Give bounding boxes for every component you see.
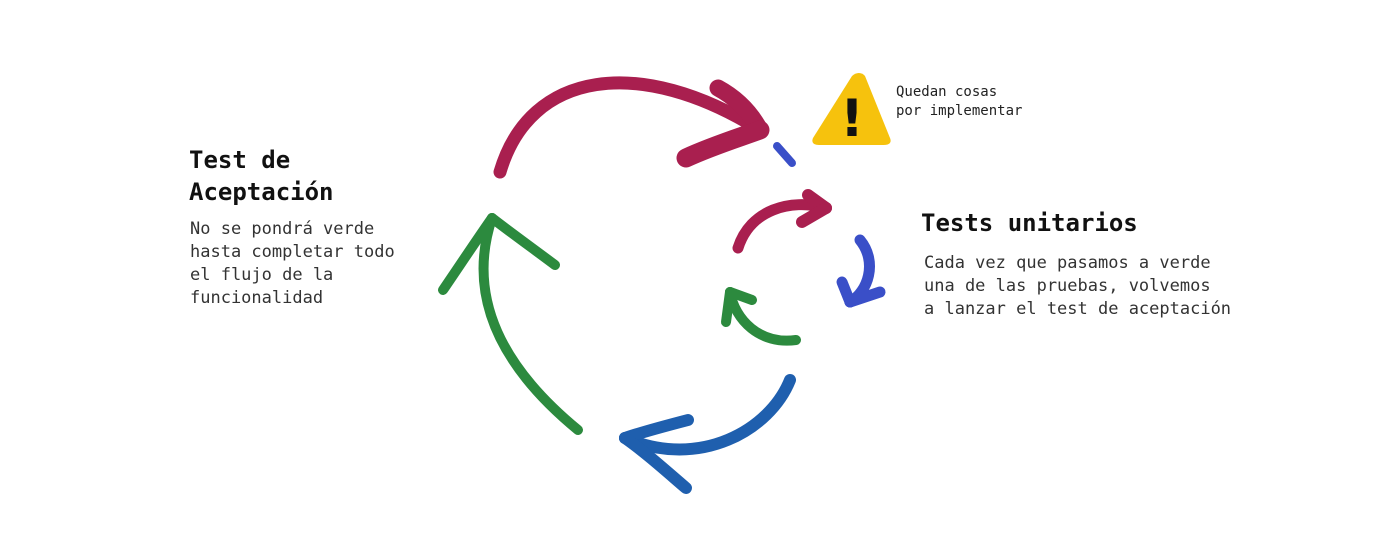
acceptance-test-title: Test de Aceptación (189, 144, 334, 208)
outer-blue-arrow-shaft (619, 374, 796, 456)
inner-red-arrow (732, 189, 832, 254)
outer-red-arrow (493, 76, 770, 179)
warning-icon: ! (812, 73, 891, 149)
inner-indigo-arrow-head-right (844, 286, 886, 308)
inner-red-arrow-head-lower (796, 202, 832, 228)
unit-tests-title-line: Tests unitarios (921, 209, 1138, 237)
inner-green-arrow (721, 287, 801, 346)
acceptance-test-description-line: hasta completar todo (190, 242, 395, 262)
outer-red-arrow-head-lower (676, 120, 770, 168)
inner-green-arrow-head-right (725, 287, 757, 305)
outer-blue-arrow (619, 374, 796, 494)
inner-indigo-arrow (836, 234, 886, 308)
outer-green-arrow (438, 213, 583, 435)
acceptance-test-description: No se pondrá verde hasta completar todo … (190, 218, 395, 310)
acceptance-test-title-line: Test de (189, 146, 291, 174)
acceptance-test-title-line: Aceptación (189, 178, 334, 206)
outer-green-arrow-shaft (478, 213, 583, 435)
unit-tests-description-line: Cada vez que pasamos a verde (924, 253, 1211, 273)
outer-blue-arrow-head-upper (619, 414, 694, 444)
acceptance-test-description-line: funcionalidad (190, 288, 324, 308)
unit-tests-description: Cada vez que pasamos a verde una de las … (924, 252, 1231, 321)
acceptance-test-description-line: el flujo de la (190, 265, 334, 285)
outer-blue-dash (773, 142, 796, 167)
outer-green-arrow-head-right (487, 213, 560, 270)
warning-note-line: Quedan cosas (896, 84, 998, 100)
acceptance-test-description-line: No se pondrá verde (190, 219, 375, 239)
outer-green-arrow-head-left (438, 213, 497, 295)
unit-tests-description-line: una de las pruebas, volvemos (924, 276, 1211, 296)
warning-note-line: por implementar (896, 103, 1023, 119)
unit-tests-description-line: a lanzar el test de aceptación (924, 299, 1232, 319)
warning-note: Quedan cosas por implementar (896, 83, 1022, 121)
outer-red-arrow-shaft (493, 76, 767, 179)
outer-blue-arrow-head-lower (619, 432, 692, 494)
warning-icon-glyph: ! (840, 89, 864, 149)
unit-tests-title: Tests unitarios (921, 207, 1138, 239)
warning-icon-triangle (812, 73, 891, 145)
